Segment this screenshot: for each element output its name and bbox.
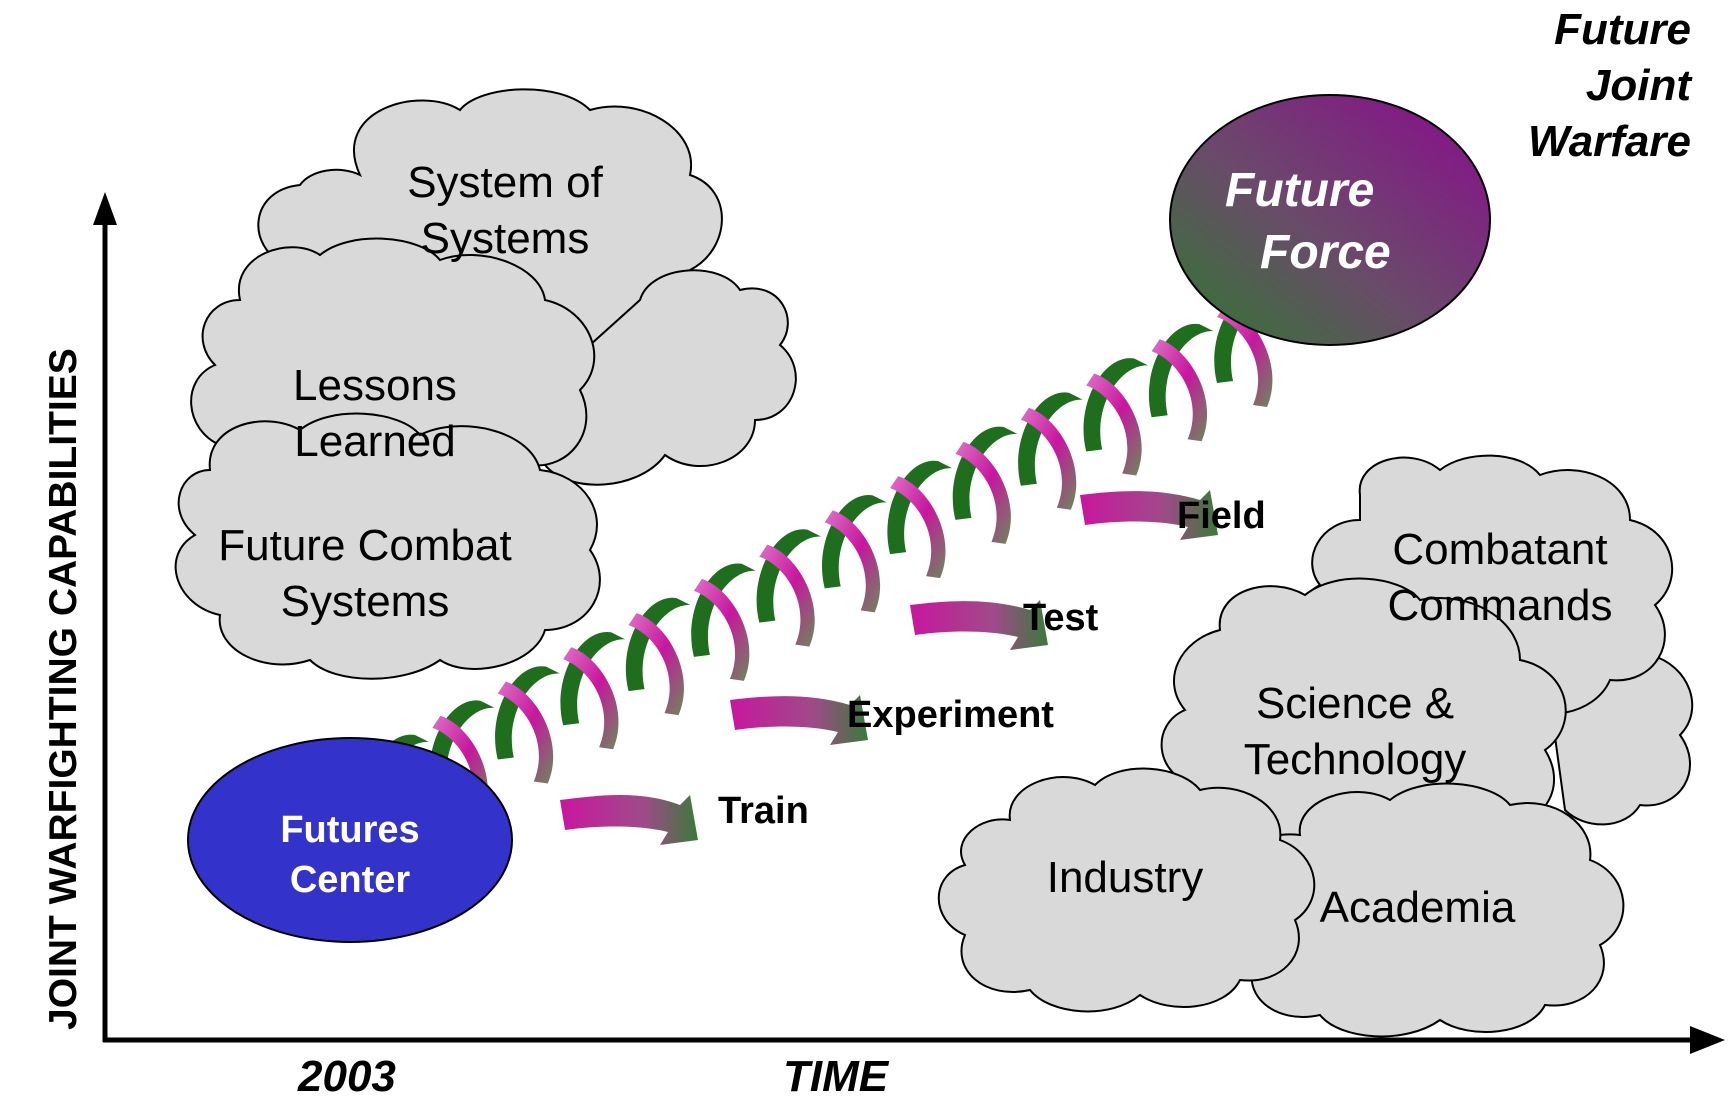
helix-front-strand bbox=[1086, 373, 1142, 476]
cloud-label-lessons-learned-line-1: Lessons bbox=[293, 361, 457, 410]
cloud-industry bbox=[937, 767, 1316, 1013]
cloud-label-lessons-learned: Lessons Learned bbox=[250, 358, 500, 470]
cloud-label-lessons-learned-line-2: Learned bbox=[294, 417, 456, 466]
cloud-label-science-technology: Science & Technology bbox=[1220, 676, 1490, 788]
step-label-train: Train bbox=[718, 790, 809, 832]
helix-front-strand bbox=[628, 613, 684, 716]
cloud-label-future-combat-systems-line-2: Systems bbox=[280, 577, 450, 626]
futures-center-label-line-2: Center bbox=[289, 859, 411, 901]
cloud-label-combatant-commands-line-1: Combatant bbox=[1392, 525, 1608, 574]
x-axis-arrowhead bbox=[1690, 1026, 1725, 1054]
cloud-label-future-combat-systems-line-1: Future Combat bbox=[218, 521, 512, 570]
corner-title-line-2: Joint bbox=[1585, 61, 1691, 110]
x-axis-label: TIME bbox=[783, 1052, 889, 1101]
corner-title-line-1: Future bbox=[1554, 5, 1691, 54]
cloud-label-combatant-commands-line-2: Commands bbox=[1387, 581, 1613, 630]
futures-center-node bbox=[187, 737, 513, 943]
cloud-label-system-of-systems: System of Systems bbox=[370, 155, 640, 267]
helix-front-strand bbox=[1151, 339, 1208, 442]
future-force-label-line-1: Future bbox=[1225, 164, 1375, 217]
cloud-label-future-combat-systems: Future Combat Systems bbox=[195, 518, 535, 630]
x-start-label: 2003 bbox=[298, 1052, 396, 1101]
helix-front-strand bbox=[693, 578, 750, 681]
cloud-label-system-of-systems-line-1: System of bbox=[407, 158, 603, 207]
future-force-label-line-2: Force bbox=[1260, 226, 1391, 279]
step-label-field: Field bbox=[1177, 495, 1266, 537]
cloud-label-combatant-commands: Combatant Commands bbox=[1370, 522, 1630, 634]
corner-title: Future Joint Warfare bbox=[1528, 2, 1691, 170]
y-axis-arrowhead bbox=[93, 192, 117, 225]
cloud-label-industry: Industry bbox=[1046, 853, 1204, 902]
step-label-experiment: Experiment bbox=[847, 694, 1054, 736]
futures-center-label-line-1: Futures bbox=[280, 809, 420, 851]
helix-front-strand bbox=[497, 681, 554, 784]
corner-title-line-3: Warfare bbox=[1527, 117, 1691, 166]
helix-front-strand bbox=[955, 441, 1011, 544]
cloud-label-system-of-systems-line-2: Systems bbox=[420, 214, 590, 263]
helix-front-strand bbox=[824, 510, 881, 613]
step-arrow-train bbox=[560, 795, 698, 845]
helix-front-strand bbox=[759, 544, 815, 647]
helix-front-strand bbox=[1217, 305, 1273, 407]
step-arrow-test bbox=[910, 600, 1048, 650]
cloud-label-science-technology-line-1: Science & bbox=[1255, 679, 1455, 728]
helix-front-strand bbox=[563, 647, 619, 750]
step-arrow-field bbox=[1080, 490, 1218, 540]
future-force-label: Future Force bbox=[1210, 160, 1470, 284]
y-axis-label: JOINT WARFIGHTING CAPABILITIES bbox=[42, 348, 85, 1030]
cloud-future-combat-systems bbox=[174, 412, 601, 680]
cloud-label-science-technology-line-2: Technology bbox=[1243, 735, 1467, 784]
step-label-test: Test bbox=[1023, 597, 1099, 639]
future-force-node bbox=[1169, 94, 1491, 346]
step-arrow-experiment bbox=[730, 695, 868, 745]
helix-front-strand bbox=[1020, 407, 1077, 510]
cloud-label-academia: Academia bbox=[1319, 883, 1516, 932]
futures-center-label: Futures Center bbox=[230, 805, 470, 905]
helix-front-strand bbox=[890, 476, 946, 579]
